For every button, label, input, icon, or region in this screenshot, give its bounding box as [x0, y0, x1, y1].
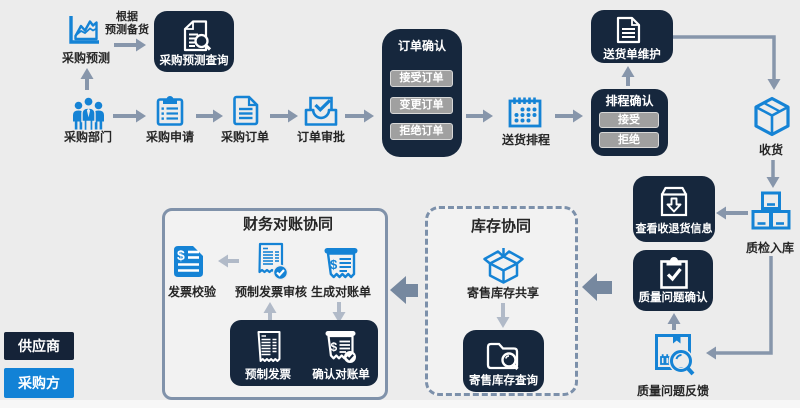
- svg-text:$: $: [177, 247, 185, 263]
- svg-text:$: $: [331, 340, 338, 354]
- svg-text:$: $: [330, 257, 338, 272]
